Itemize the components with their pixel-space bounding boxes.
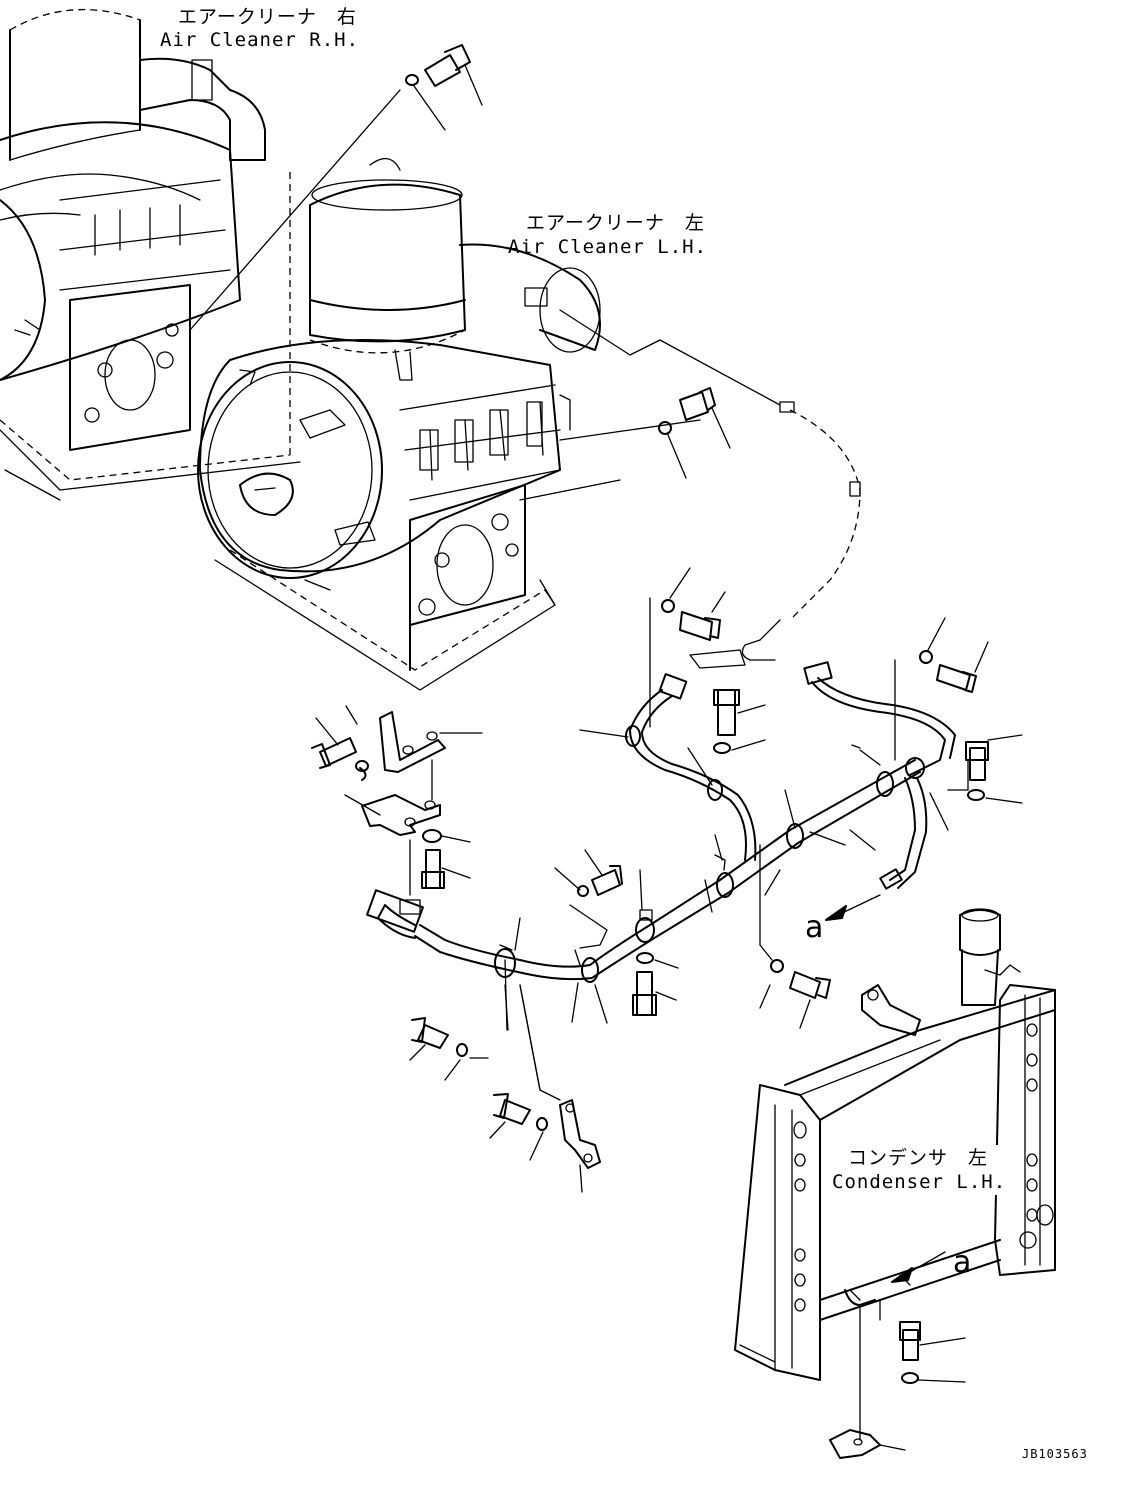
condenser-lh (734, 908, 1056, 1459)
leader-lines (504, 597, 949, 1091)
label-air-cleaner-rh-en: Air Cleaner R.H. (160, 29, 360, 51)
bolt-harness-top (661, 567, 726, 641)
view-arrow-a-upper (825, 894, 881, 921)
bolt-center-column (632, 869, 679, 1016)
label-condenser-lh-jp: コンデンサ 左 (848, 1147, 989, 1169)
bolt-condenser-top (759, 844, 831, 1029)
bolt-center-left (554, 849, 623, 949)
air-cleaner-lh (197, 158, 701, 691)
sensor-harness-dashed (559, 309, 861, 669)
view-label-a-upper: a (805, 910, 824, 945)
label-air-cleaner-lh-jp: エアークリーナ 左 (526, 212, 705, 234)
plate-bracket (344, 759, 471, 896)
label-air-cleaner-rh-jp: エアークリーナ 右 (178, 6, 357, 28)
view-label-a-lower: a (953, 1245, 972, 1280)
bolt-bottom-left (409, 1017, 489, 1081)
bolt-rh-top (189, 44, 483, 331)
air-cleaner-rh (0, 8, 301, 501)
drawing-reference-number: JB103563 (1022, 1447, 1088, 1461)
bolt-harness-right (713, 617, 1023, 804)
label-air-cleaner-lh-en: Air Cleaner L.H. (508, 236, 708, 258)
main-wire-harness (366, 661, 956, 983)
view-arrow-a-lower (891, 1251, 946, 1283)
label-condenser-lh-en: Condenser L.H. (832, 1171, 1007, 1193)
bolt-lh-mid (658, 387, 731, 479)
bracket-left-top (311, 705, 483, 781)
